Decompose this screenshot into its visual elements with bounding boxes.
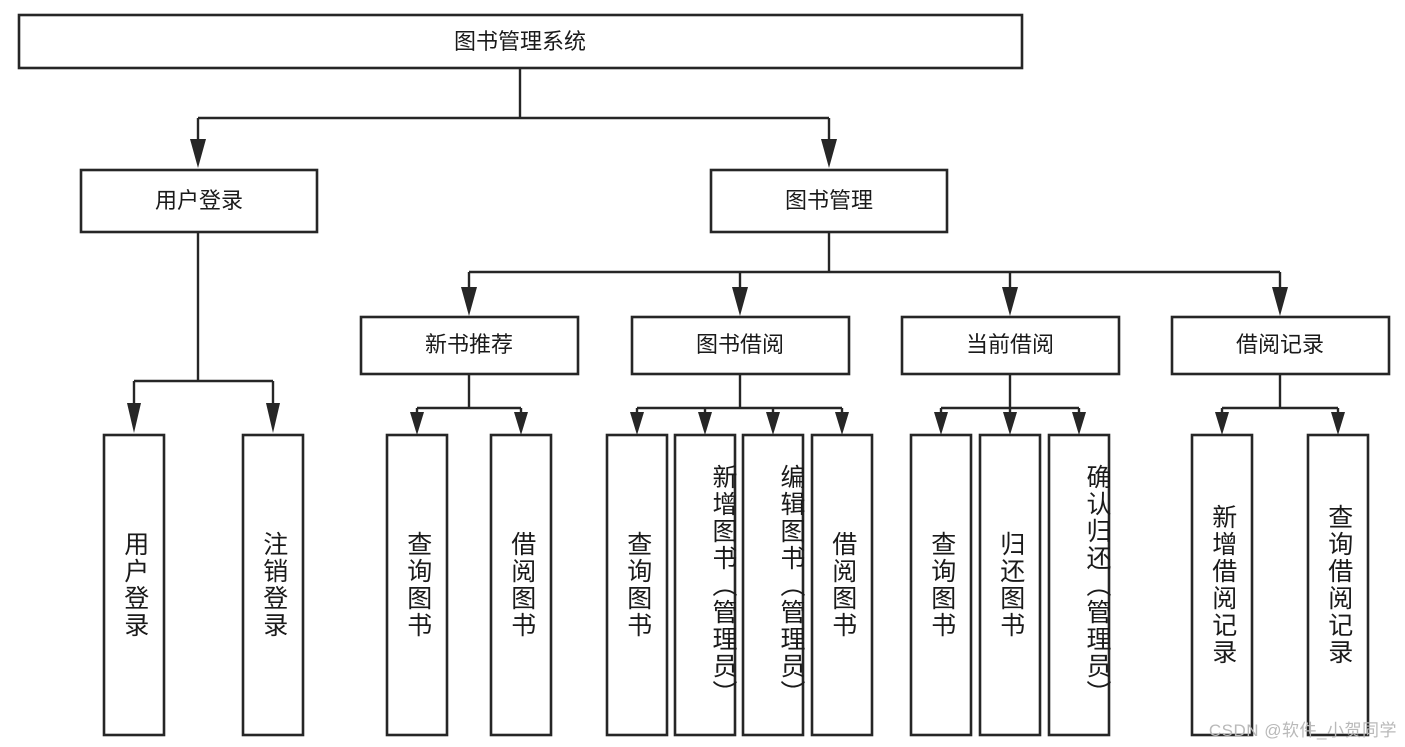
node-current-borrow-label: 当前借阅 bbox=[966, 332, 1054, 357]
leaf-box-current-borrow-2[interactable] bbox=[978, 433, 1042, 737]
arrow-currentborrow-leaf-2 bbox=[1003, 412, 1017, 435]
leaf-box-current-borrow-1[interactable] bbox=[909, 433, 973, 737]
node-borrow-record-label: 借阅记录 bbox=[1236, 332, 1324, 357]
node-user-login-label: 用户登录 bbox=[155, 188, 243, 213]
arrow-root-to-user-login bbox=[190, 139, 206, 168]
node-new-book-recommend-label: 新书推荐 bbox=[425, 332, 513, 357]
arrow-newbook-leaf-1 bbox=[410, 412, 424, 435]
node-book-borrow-label: 图书借阅 bbox=[696, 332, 784, 357]
leaf-box-borrow-record-2[interactable] bbox=[1306, 433, 1370, 737]
arrow-currentborrow-leaf-3 bbox=[1072, 412, 1086, 435]
node-user-login[interactable]: 用户登录 bbox=[79, 168, 319, 234]
leaf-box-current-borrow-3[interactable] bbox=[1047, 433, 1111, 737]
leaf-box-user-login-2[interactable] bbox=[241, 433, 305, 737]
node-current-borrow-box[interactable] bbox=[900, 315, 1121, 376]
arrow-userlogin-leaf-1 bbox=[127, 403, 141, 433]
node-book-manage-box[interactable] bbox=[709, 168, 949, 234]
node-user-login-box[interactable] bbox=[79, 168, 319, 234]
leaf-box-new-book-1[interactable] bbox=[385, 433, 449, 737]
node-root-label: 图书管理系统 bbox=[454, 29, 586, 54]
arrow-bookmanage-to-record bbox=[1272, 287, 1288, 316]
arrow-bookmanage-to-borrow bbox=[732, 287, 748, 316]
node-book-borrow-box[interactable] bbox=[630, 315, 851, 376]
node-book-borrow[interactable]: 图书借阅 bbox=[630, 315, 851, 376]
arrow-bookborrow-leaf-4 bbox=[835, 412, 849, 435]
arrow-bookborrow-leaf-1 bbox=[630, 412, 644, 435]
leaf-box-book-borrow-2[interactable] bbox=[673, 433, 737, 737]
arrow-bookborrow-leaf-3 bbox=[766, 412, 780, 435]
arrow-bookborrow-leaf-2 bbox=[698, 412, 712, 435]
node-book-manage-label: 图书管理 bbox=[785, 188, 873, 213]
arrow-bookmanage-to-newbook bbox=[461, 287, 477, 316]
arrow-root-to-book-manage bbox=[821, 139, 837, 168]
leaf-box-book-borrow-4[interactable] bbox=[810, 433, 874, 737]
node-borrow-record-box[interactable] bbox=[1170, 315, 1391, 376]
leaf-box-book-borrow-3[interactable] bbox=[741, 433, 805, 737]
arrow-currentborrow-leaf-1 bbox=[934, 412, 948, 435]
node-current-borrow[interactable]: 当前借阅 bbox=[900, 315, 1121, 376]
leaf-box-book-borrow-1[interactable] bbox=[605, 433, 669, 737]
node-new-book-recommend-box[interactable] bbox=[359, 315, 580, 376]
arrow-userlogin-leaf-2 bbox=[266, 403, 280, 433]
leaf-box-layer bbox=[102, 433, 1370, 737]
leaf-box-borrow-record-1[interactable] bbox=[1190, 433, 1254, 737]
node-new-book-recommend[interactable]: 新书推荐 bbox=[359, 315, 580, 376]
node-root-box[interactable] bbox=[17, 13, 1024, 70]
node-root[interactable]: 图书管理系统 bbox=[17, 13, 1024, 70]
arrow-borrowrecord-leaf-2 bbox=[1331, 412, 1345, 435]
leaf-box-new-book-2[interactable] bbox=[489, 433, 553, 737]
arrow-newbook-leaf-2 bbox=[514, 412, 528, 435]
csdn-watermark: CSDN @软件_小贺同学 bbox=[1208, 721, 1397, 740]
leaf-box-user-login-1[interactable] bbox=[102, 433, 166, 737]
arrow-bookmanage-to-current bbox=[1002, 287, 1018, 316]
connector-layer bbox=[127, 68, 1345, 435]
arrow-borrowrecord-leaf-1 bbox=[1215, 412, 1229, 435]
node-book-manage[interactable]: 图书管理 bbox=[709, 168, 949, 234]
node-borrow-record[interactable]: 借阅记录 bbox=[1170, 315, 1391, 376]
